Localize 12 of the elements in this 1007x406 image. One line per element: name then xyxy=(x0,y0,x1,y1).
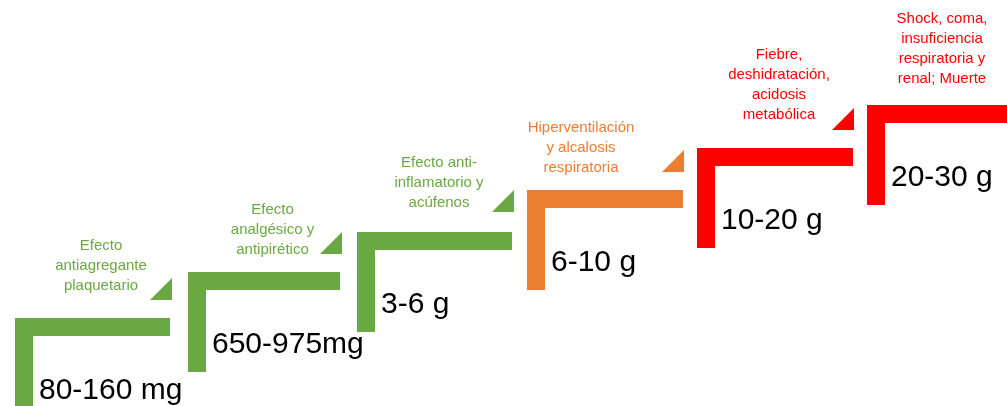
effect-label: Efecto anti-inflamatorio y acúfenos xyxy=(393,152,485,212)
dose-text: 650-975mg xyxy=(212,328,364,358)
dose-text: 6-10 g xyxy=(551,246,637,276)
effect-label: Fiebre, deshidratación, acidosis metabólica xyxy=(727,44,831,124)
effect-label: Efecto antiagregante plaquetario xyxy=(54,235,148,295)
dose-text: 10-20 g xyxy=(721,204,823,234)
dose-text: 20-30 g xyxy=(891,161,993,191)
dose-text: 3-6 g xyxy=(381,288,450,318)
effect-label: Hiperventilación y alcalosis respiratoria xyxy=(526,117,636,177)
effect-label: Shock, coma, insuficiencia respiratoria y renal; Muerte xyxy=(895,8,989,88)
effect-label: Efecto analgésico y antipirético xyxy=(229,199,316,259)
dose-text: 80-160 mg xyxy=(39,374,183,404)
